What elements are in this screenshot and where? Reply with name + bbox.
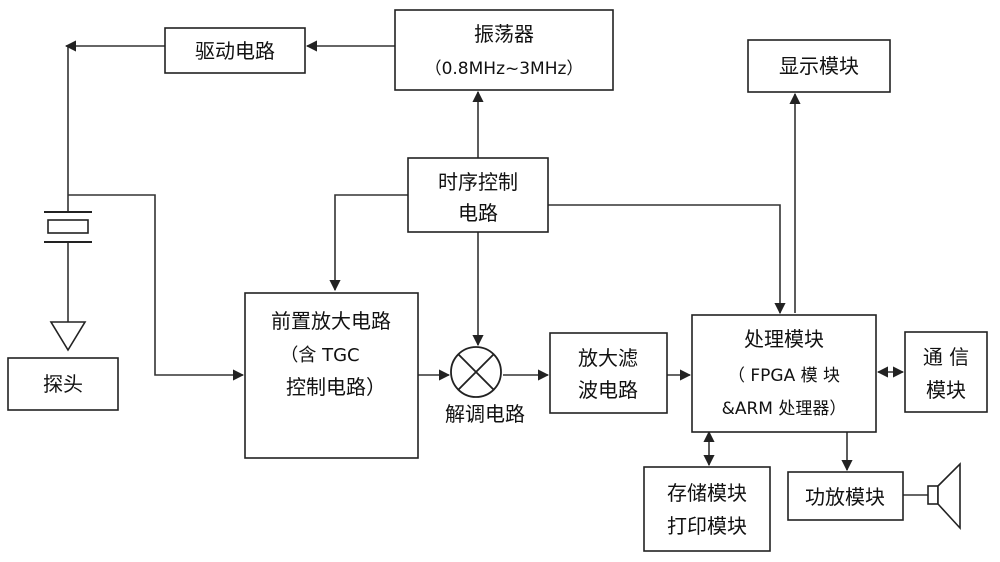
block-storage: 存储模块 打印模块 xyxy=(643,466,771,552)
comm-line1: 通 信 xyxy=(923,345,969,369)
filter-line1: 放大滤 xyxy=(578,346,638,370)
filter-line2: 波电路 xyxy=(578,378,638,402)
preamp-line1: 前置放大电路 xyxy=(271,309,391,333)
arrow-timing-to-processor xyxy=(548,204,786,315)
wire-drive-to-transducer xyxy=(67,45,165,212)
block-amp: 功放模块 xyxy=(787,471,904,521)
connections xyxy=(64,40,928,496)
block-drive: 驱动电路 xyxy=(164,27,306,74)
display-label: 显示模块 xyxy=(779,54,859,78)
timing-line1: 时序控制 xyxy=(438,170,518,194)
block-oscillator: 振荡器 （0.8MHz~3MHz） xyxy=(394,9,614,91)
timing-line2: 电路 xyxy=(458,201,498,225)
demod-label: 解调电路 xyxy=(445,402,525,426)
block-display: 显示模块 xyxy=(747,39,891,93)
block-preamp: 前置放大电路 （含 TGC 控制电路） xyxy=(244,292,419,459)
demod-mixer: 解调电路 xyxy=(445,346,525,426)
preamp-line3: 控制电路） xyxy=(286,375,386,399)
oscillator-label: 振荡器 xyxy=(474,22,534,46)
block-processor: 处理模块 （ FPGA 模 块 &ARM 处理器） xyxy=(691,314,877,433)
drive-label: 驱动电路 xyxy=(195,39,275,63)
probe-label: 探头 xyxy=(43,372,83,396)
oscillator-freq: （0.8MHz~3MHz） xyxy=(425,59,584,79)
comm-line2: 模块 xyxy=(926,378,966,402)
mixer-cross-b xyxy=(457,353,495,391)
arrow-timing-to-preamp xyxy=(329,194,408,292)
preamp-line2: （含 TGC xyxy=(280,345,359,366)
speaker-icon xyxy=(927,462,961,531)
processor-line3: &ARM 处理器） xyxy=(722,399,847,419)
block-probe: 探头 xyxy=(7,357,119,411)
processor-line2: （ FPGA 模 块 xyxy=(728,366,840,386)
block-filter: 放大滤 波电路 xyxy=(549,332,668,414)
block-timing: 时序控制 电路 xyxy=(407,157,549,233)
processor-line1: 处理模块 xyxy=(744,327,824,351)
arrow-echo-to-preamp xyxy=(68,194,245,381)
storage-line2: 打印模块 xyxy=(667,514,747,538)
ground-icon xyxy=(49,321,87,352)
block-comm: 通 信 模块 xyxy=(904,331,988,413)
amp-label: 功放模块 xyxy=(805,485,885,509)
transducer-crystal-icon xyxy=(44,211,92,243)
storage-line1: 存储模块 xyxy=(667,481,747,505)
